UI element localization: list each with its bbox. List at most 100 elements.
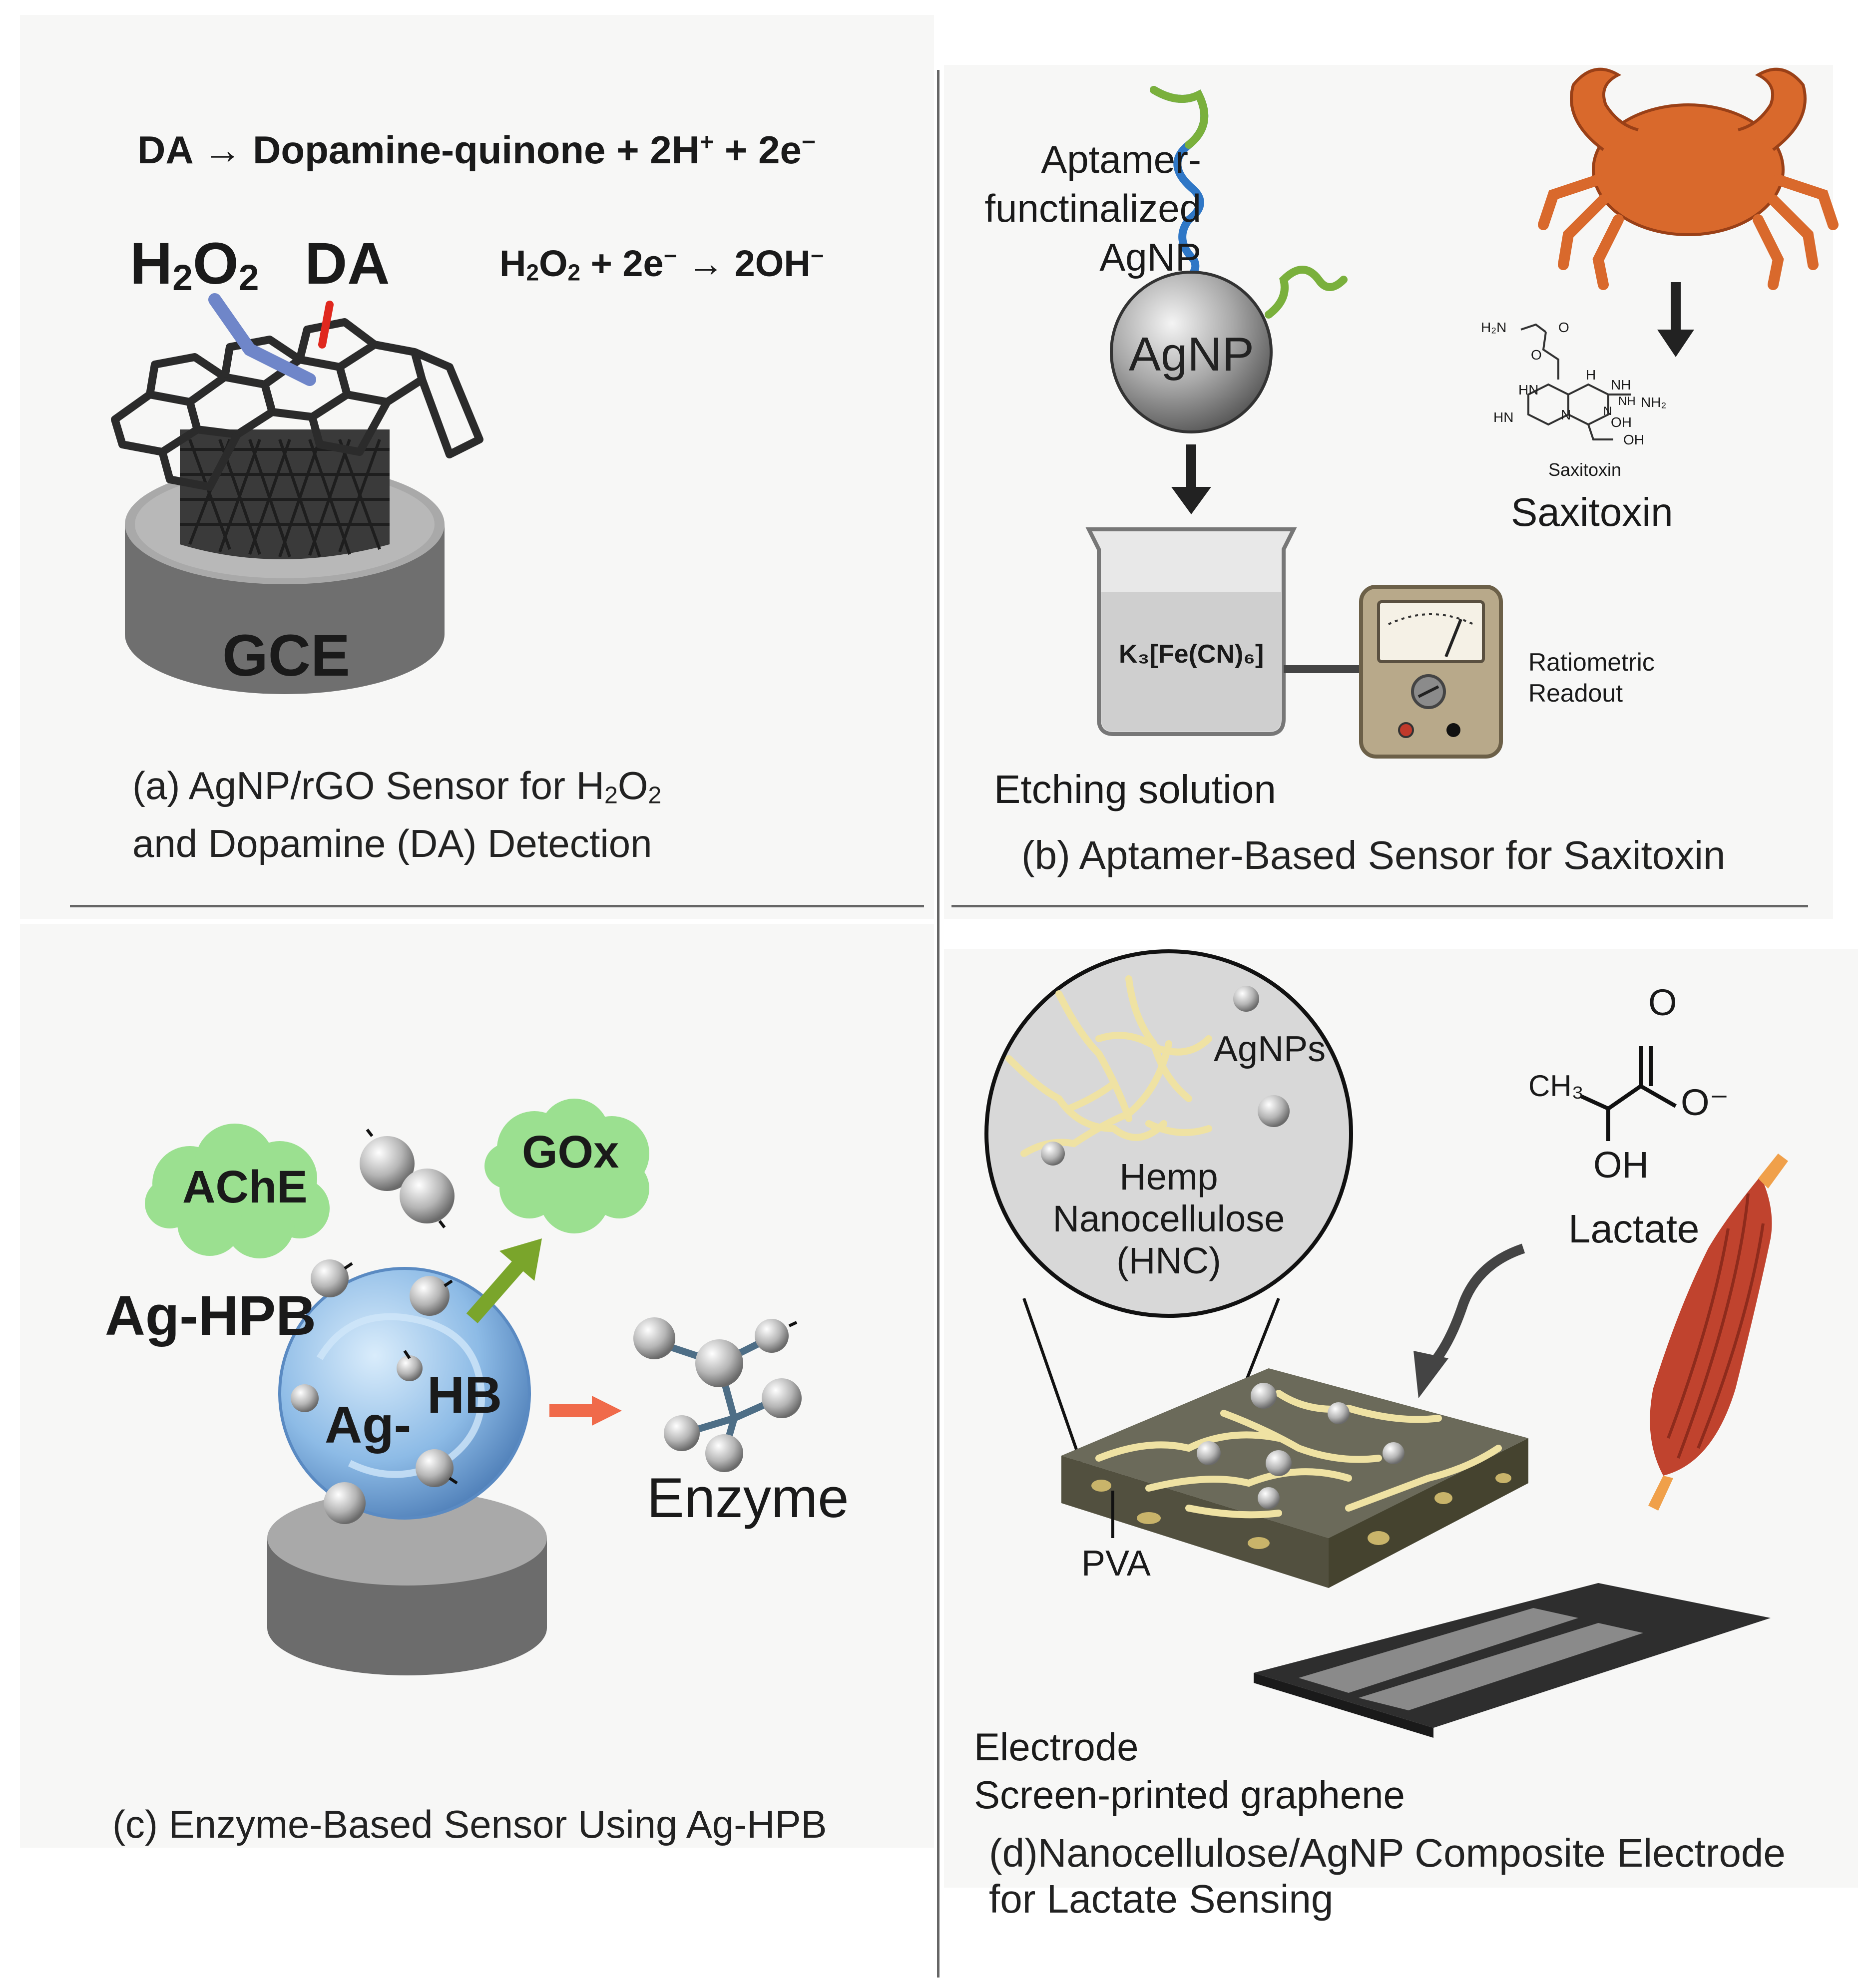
h2o2-sub1: 2 bbox=[172, 257, 193, 299]
orange-arrow-head bbox=[592, 1396, 622, 1426]
caption-a-sub1: 2 bbox=[604, 782, 618, 809]
sax-atom-oh2: OH bbox=[1623, 432, 1644, 447]
equation-top-main: DA → Dopamine-quinone + 2H bbox=[137, 128, 700, 172]
muscle-illustration bbox=[1648, 1154, 1788, 1511]
sax-atom-h: H bbox=[1586, 367, 1596, 383]
lactate-arrow bbox=[1424, 1243, 1525, 1372]
rgo-stack bbox=[180, 429, 390, 559]
ag-label: Ag- bbox=[325, 1396, 412, 1454]
readout-label-line2: Readout bbox=[1528, 679, 1623, 707]
sax-atom-n2: N bbox=[1603, 404, 1612, 418]
horizontal-divider-right bbox=[951, 905, 1808, 907]
composite-slab bbox=[1061, 1368, 1528, 1588]
aptamer-label-line2: functinalized bbox=[984, 186, 1201, 230]
h2o2-o: O bbox=[192, 231, 239, 297]
aptamer-strand-top-tip bbox=[1150, 86, 1209, 149]
h2o2-label: H2O2 bbox=[130, 230, 259, 299]
panel-d-caption-line2: for Lactate Sensing bbox=[989, 1877, 1334, 1921]
eq-right-charge1: − bbox=[663, 243, 677, 269]
eq-right-h: H bbox=[499, 243, 526, 285]
aptamer-label: Aptamer- functinalized AgNP bbox=[981, 135, 1201, 282]
green-arrow bbox=[466, 1253, 530, 1323]
hnc-label-line2: Nanocellulose bbox=[1052, 1198, 1285, 1239]
sax-atom-oh1: OH bbox=[1611, 414, 1632, 430]
ache-cloud bbox=[145, 1124, 330, 1258]
panel-d-caption-line1: (d)Nanocellulose/AgNP Composite Electrod… bbox=[989, 1831, 1786, 1875]
saxitoxin-label: Saxitoxin bbox=[1511, 490, 1673, 534]
arrow-down-crab-head bbox=[1657, 330, 1694, 357]
magnifier-agnps bbox=[1041, 986, 1290, 1166]
panel-a-caption-line1: (a) AgNP/rGO Sensor for H2O2 bbox=[132, 762, 661, 819]
vertical-divider bbox=[937, 70, 939, 1978]
gox-cloud bbox=[484, 1099, 649, 1233]
lactate-molecule bbox=[1580, 1046, 1677, 1141]
eq-right-sub2: 2 bbox=[567, 259, 581, 286]
screen-printed-electrode bbox=[1254, 1583, 1771, 1738]
saxitoxin-structure bbox=[1520, 323, 1631, 440]
sax-atom-o2: O bbox=[1531, 347, 1542, 363]
beaker bbox=[1085, 527, 1297, 736]
eq-right-product: → 2OH bbox=[677, 243, 811, 285]
da-label: DA bbox=[305, 231, 390, 297]
dimer-particle bbox=[360, 1129, 455, 1228]
arrow-down-agnp-head bbox=[1171, 487, 1211, 514]
eq-right-o: O bbox=[538, 243, 568, 285]
agnp-sphere bbox=[1110, 271, 1273, 433]
electrode-label-line1: Electrode bbox=[974, 1725, 1139, 1769]
agnp-label: AgNP bbox=[1129, 328, 1254, 381]
saxitoxin-small-label: Saxitoxin bbox=[1548, 459, 1622, 480]
enzyme-cluster bbox=[633, 1317, 802, 1472]
panel-d-graphics bbox=[984, 949, 1788, 1738]
lactate-label: Lactate bbox=[1568, 1206, 1700, 1251]
hnc-label: Hemp Nanocellulose (HNC) bbox=[1049, 1156, 1289, 1282]
sax-atom-hn2: HN bbox=[1493, 409, 1514, 425]
da-molecule bbox=[318, 301, 334, 349]
equation-top-electron-charge: − bbox=[801, 128, 816, 156]
aptamer-label-line3: AgNP bbox=[1099, 235, 1201, 279]
panel-d-caption: (d)Nanocellulose/AgNP Composite Electrod… bbox=[989, 1830, 1786, 1922]
aptamer-strand-right bbox=[1265, 266, 1348, 319]
hb-label: HB bbox=[427, 1366, 502, 1424]
lactate-o: O bbox=[1648, 982, 1677, 1023]
aghpb-label: Ag-HPB bbox=[105, 1284, 317, 1347]
panel-a-caption: (a) AgNP/rGO Sensor for H2O2 and Dopamin… bbox=[132, 762, 661, 867]
lactate-oh: OH bbox=[1593, 1144, 1649, 1186]
sax-atom-hn1: HN bbox=[1518, 382, 1539, 398]
caption-a-sub2: 2 bbox=[648, 782, 662, 809]
panel-a-caption-line2: and Dopamine (DA) Detection bbox=[132, 821, 652, 865]
panel-b-caption: (b) Aptamer-Based Sensor for Saxitoxin bbox=[1021, 833, 1726, 877]
panel-c-graphics bbox=[145, 1099, 802, 1675]
hnc-label-line1: Hemp bbox=[1119, 1156, 1218, 1197]
beaker-label: K₃[Fe(CN)₆] bbox=[1119, 640, 1264, 669]
lactate-o-minus: O⁻ bbox=[1681, 1082, 1729, 1123]
h2o2-sub2: 2 bbox=[238, 257, 259, 299]
readout-label-line1: Ratiometric bbox=[1528, 648, 1655, 676]
h2o2-molecule bbox=[208, 293, 316, 386]
panel-a-equation-top: DA → Dopamine-quinone + 2H+ + 2e− bbox=[137, 127, 816, 173]
h2o2-h: H bbox=[130, 231, 173, 297]
electrode-label-line2: Screen-printed graphene bbox=[974, 1773, 1405, 1817]
horizontal-divider-left bbox=[70, 905, 924, 907]
sax-atom-n1: N bbox=[1561, 407, 1571, 422]
etching-label: Etching solution bbox=[994, 767, 1276, 811]
hnc-label-line3: (HNC) bbox=[1116, 1240, 1221, 1281]
sphere-particles bbox=[291, 1259, 458, 1524]
caption-a-text: (a) AgNP/rGO Sensor for H bbox=[132, 764, 604, 807]
panel-b-graphics bbox=[1085, 67, 1839, 759]
agnps-label: AgNPs bbox=[1214, 1029, 1326, 1069]
panel-a-equation-right: H2O2 + 2e− → 2OH− bbox=[499, 242, 824, 286]
aptamer-label-line1: Aptamer- bbox=[1041, 137, 1201, 181]
gox-label: GOx bbox=[522, 1127, 619, 1178]
equation-top-electrons: + 2e bbox=[714, 128, 802, 172]
eq-right-charge2: − bbox=[810, 243, 824, 269]
electrode-label: Electrode Screen-printed graphene bbox=[974, 1723, 1405, 1819]
lactate-ch3: CH₃ bbox=[1528, 1069, 1584, 1103]
caption-a-o: O bbox=[617, 764, 648, 807]
crab-illustration bbox=[1538, 67, 1839, 290]
sax-atom-nh3: NH bbox=[1618, 395, 1636, 408]
sax-atom-h2n: H₂N bbox=[1481, 320, 1507, 335]
ratiometric-meter bbox=[1359, 585, 1503, 759]
equation-top-charge: + bbox=[700, 128, 714, 156]
sax-atom-nh2: NH₂ bbox=[1641, 395, 1667, 410]
